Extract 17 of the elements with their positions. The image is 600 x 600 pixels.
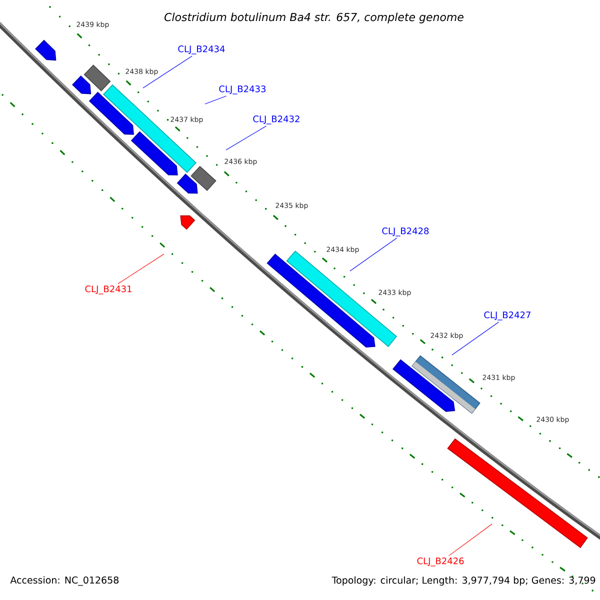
gene-label: CLJ_B2434	[178, 46, 225, 54]
gene-label: CLJ_B2428	[382, 228, 429, 236]
gene-label: CLJ_B2427	[484, 312, 530, 320]
leader-line	[118, 254, 164, 284]
leader-line	[350, 238, 398, 272]
leader-line	[452, 322, 500, 356]
leader-line	[448, 524, 492, 556]
accession-text: Accession: NC_012658	[10, 576, 119, 586]
gene-label: CLJ_B2431	[85, 286, 132, 294]
leader-line	[226, 126, 267, 150]
genome-info-text: Topology: circular; Length: 3,977,794 bp; Genes: 3,799	[332, 576, 596, 586]
leader-line	[204, 96, 227, 104]
gene-label: CLJ_B2433	[219, 86, 266, 94]
title: Clostridium botulinum Ba4 str. 657, complete genome	[164, 12, 464, 24]
gene-label: CLJ_B2426	[417, 558, 464, 566]
gene-label: CLJ_B2432	[253, 116, 300, 124]
leader-line	[142, 56, 192, 88]
